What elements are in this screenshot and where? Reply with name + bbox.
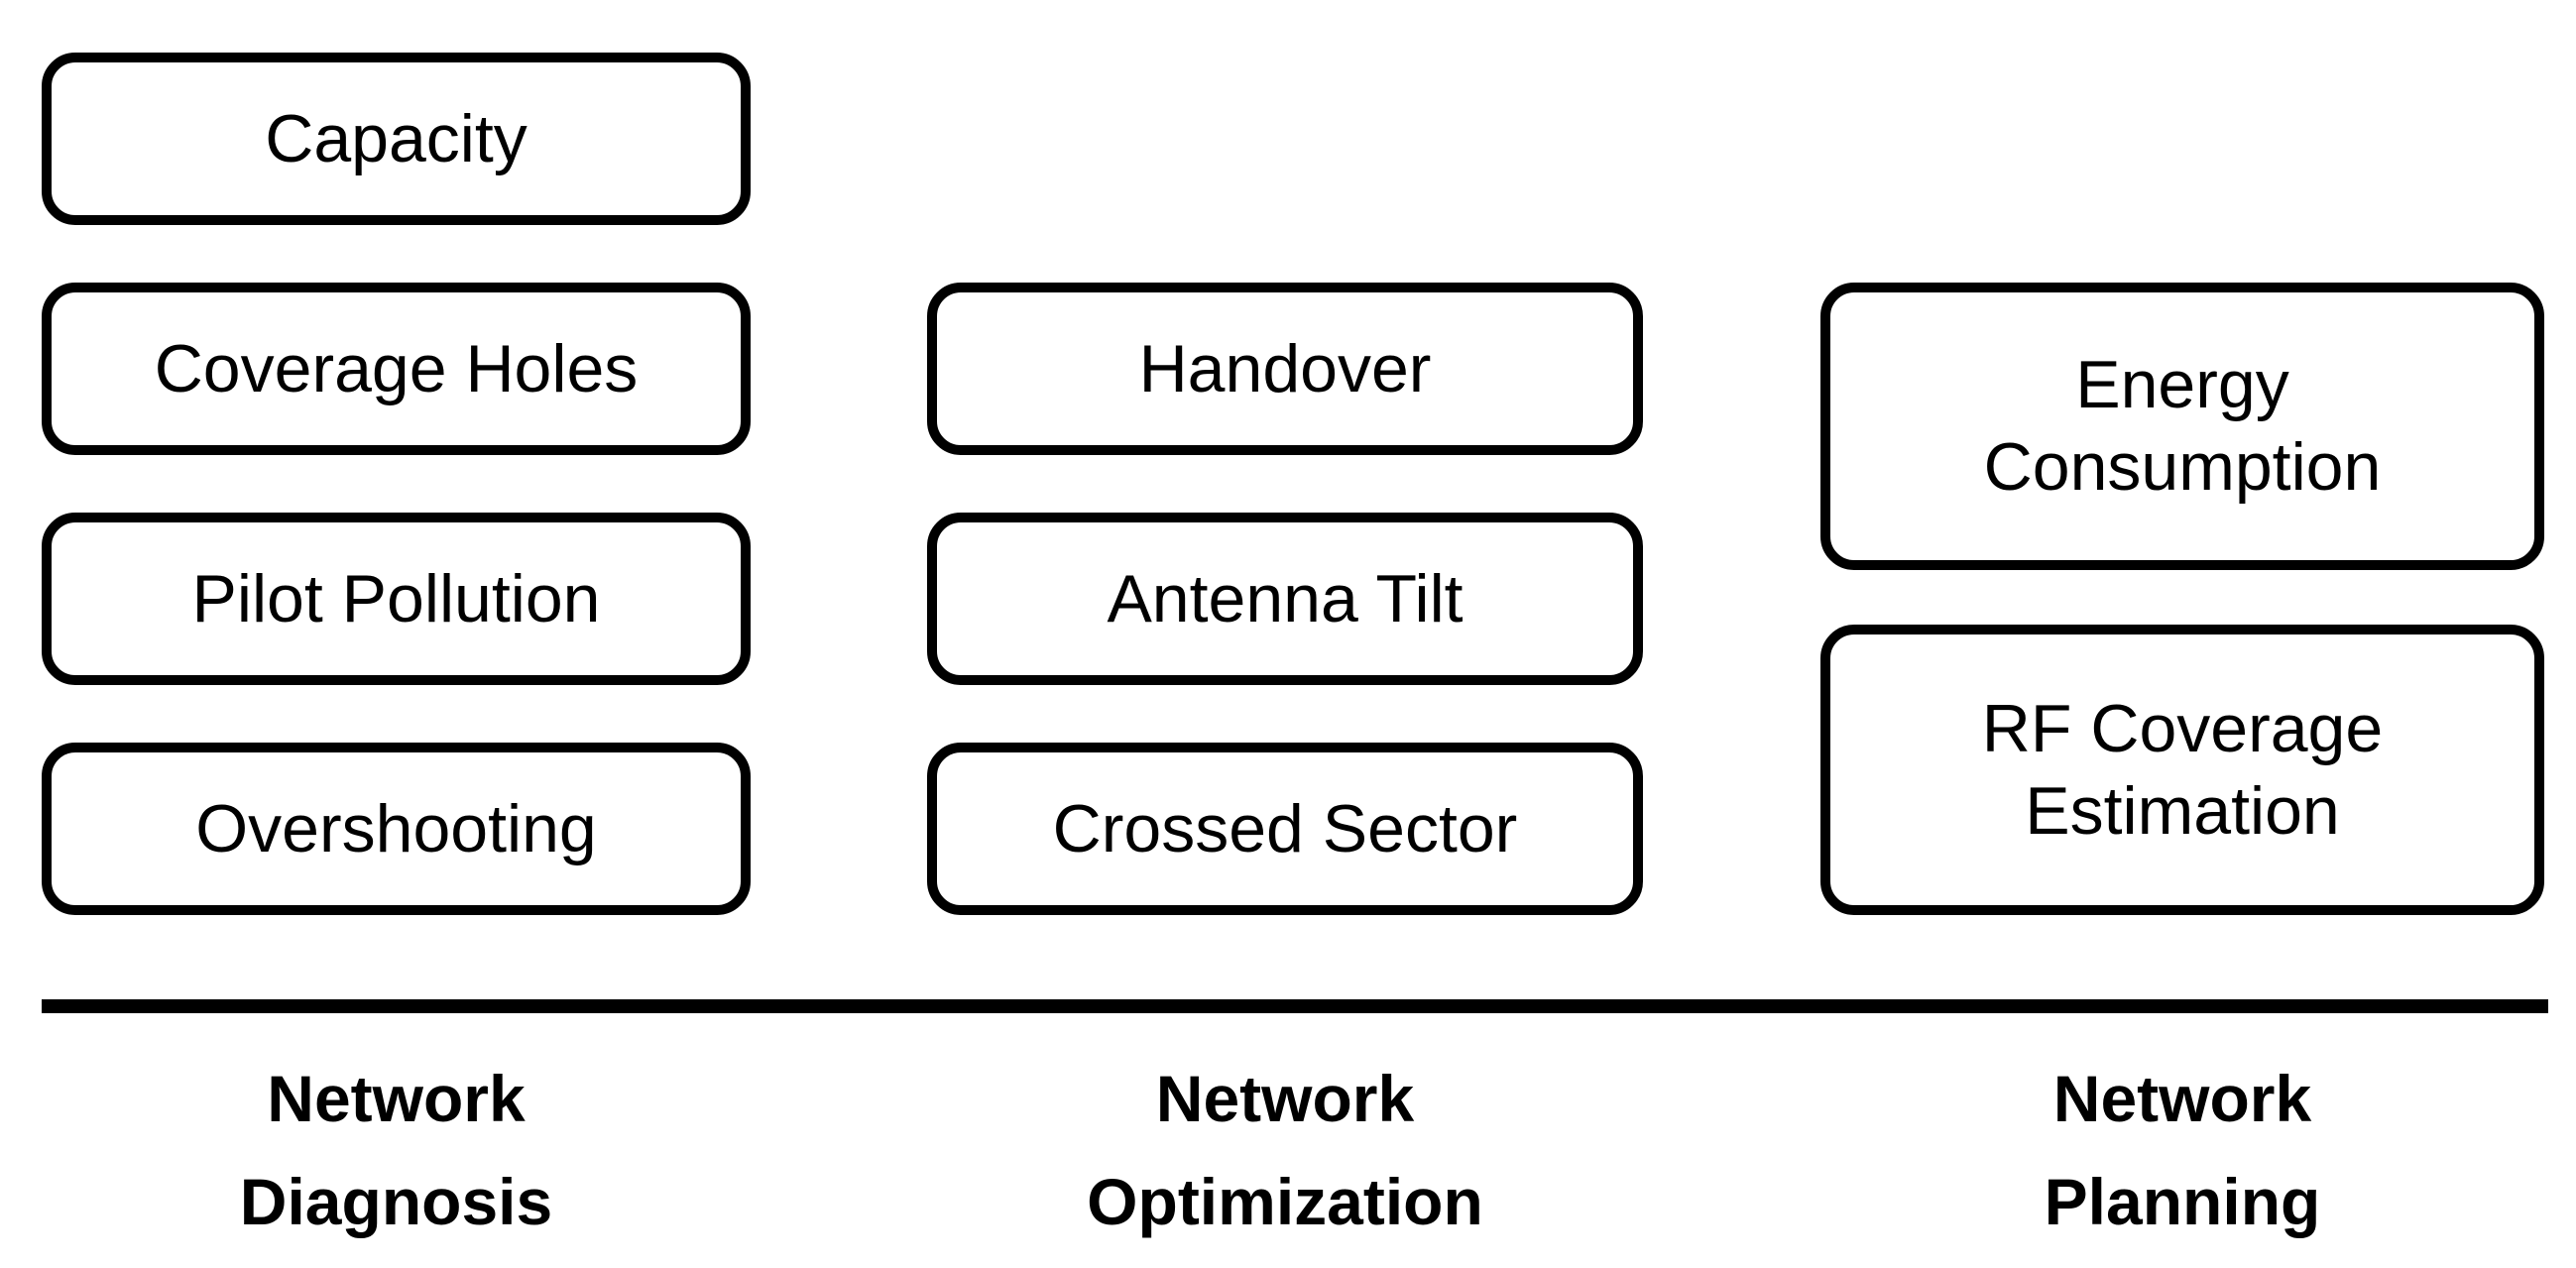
box-handover-label: Handover xyxy=(1138,330,1432,406)
box-crossed-sector-label: Crossed Sector xyxy=(1052,790,1518,866)
category-label-network-diagnosis: Network Diagnosis xyxy=(239,1062,553,1239)
box-antenna-tilt: Antenna Tilt xyxy=(927,513,1643,685)
box-capacity-label: Capacity xyxy=(265,100,527,176)
box-crossed-sector: Crossed Sector xyxy=(927,743,1643,915)
box-coverage-holes: Coverage Holes xyxy=(42,283,751,455)
box-rf-coverage-estimation: RF Coverage Estimation xyxy=(1820,625,2544,915)
box-antenna-tilt-label: Antenna Tilt xyxy=(1107,560,1464,636)
box-energy-consumption-label: Energy Consumption xyxy=(1983,347,2382,505)
box-energy-consumption: Energy Consumption xyxy=(1820,283,2544,570)
category-label-network-optimization: Network Optimization xyxy=(1087,1062,1483,1239)
box-pilot-pollution-label: Pilot Pollution xyxy=(191,560,601,636)
box-pilot-pollution: Pilot Pollution xyxy=(42,513,751,685)
box-rf-coverage-estimation-label: RF Coverage Estimation xyxy=(1981,690,2384,849)
category-label-network-planning: Network Planning xyxy=(2044,1062,2321,1239)
box-overshooting: Overshooting xyxy=(42,743,751,915)
divider-line xyxy=(42,999,2548,1013)
box-coverage-holes-label: Coverage Holes xyxy=(154,330,639,406)
box-handover: Handover xyxy=(927,283,1643,455)
box-capacity: Capacity xyxy=(42,53,751,225)
box-overshooting-label: Overshooting xyxy=(195,790,597,866)
